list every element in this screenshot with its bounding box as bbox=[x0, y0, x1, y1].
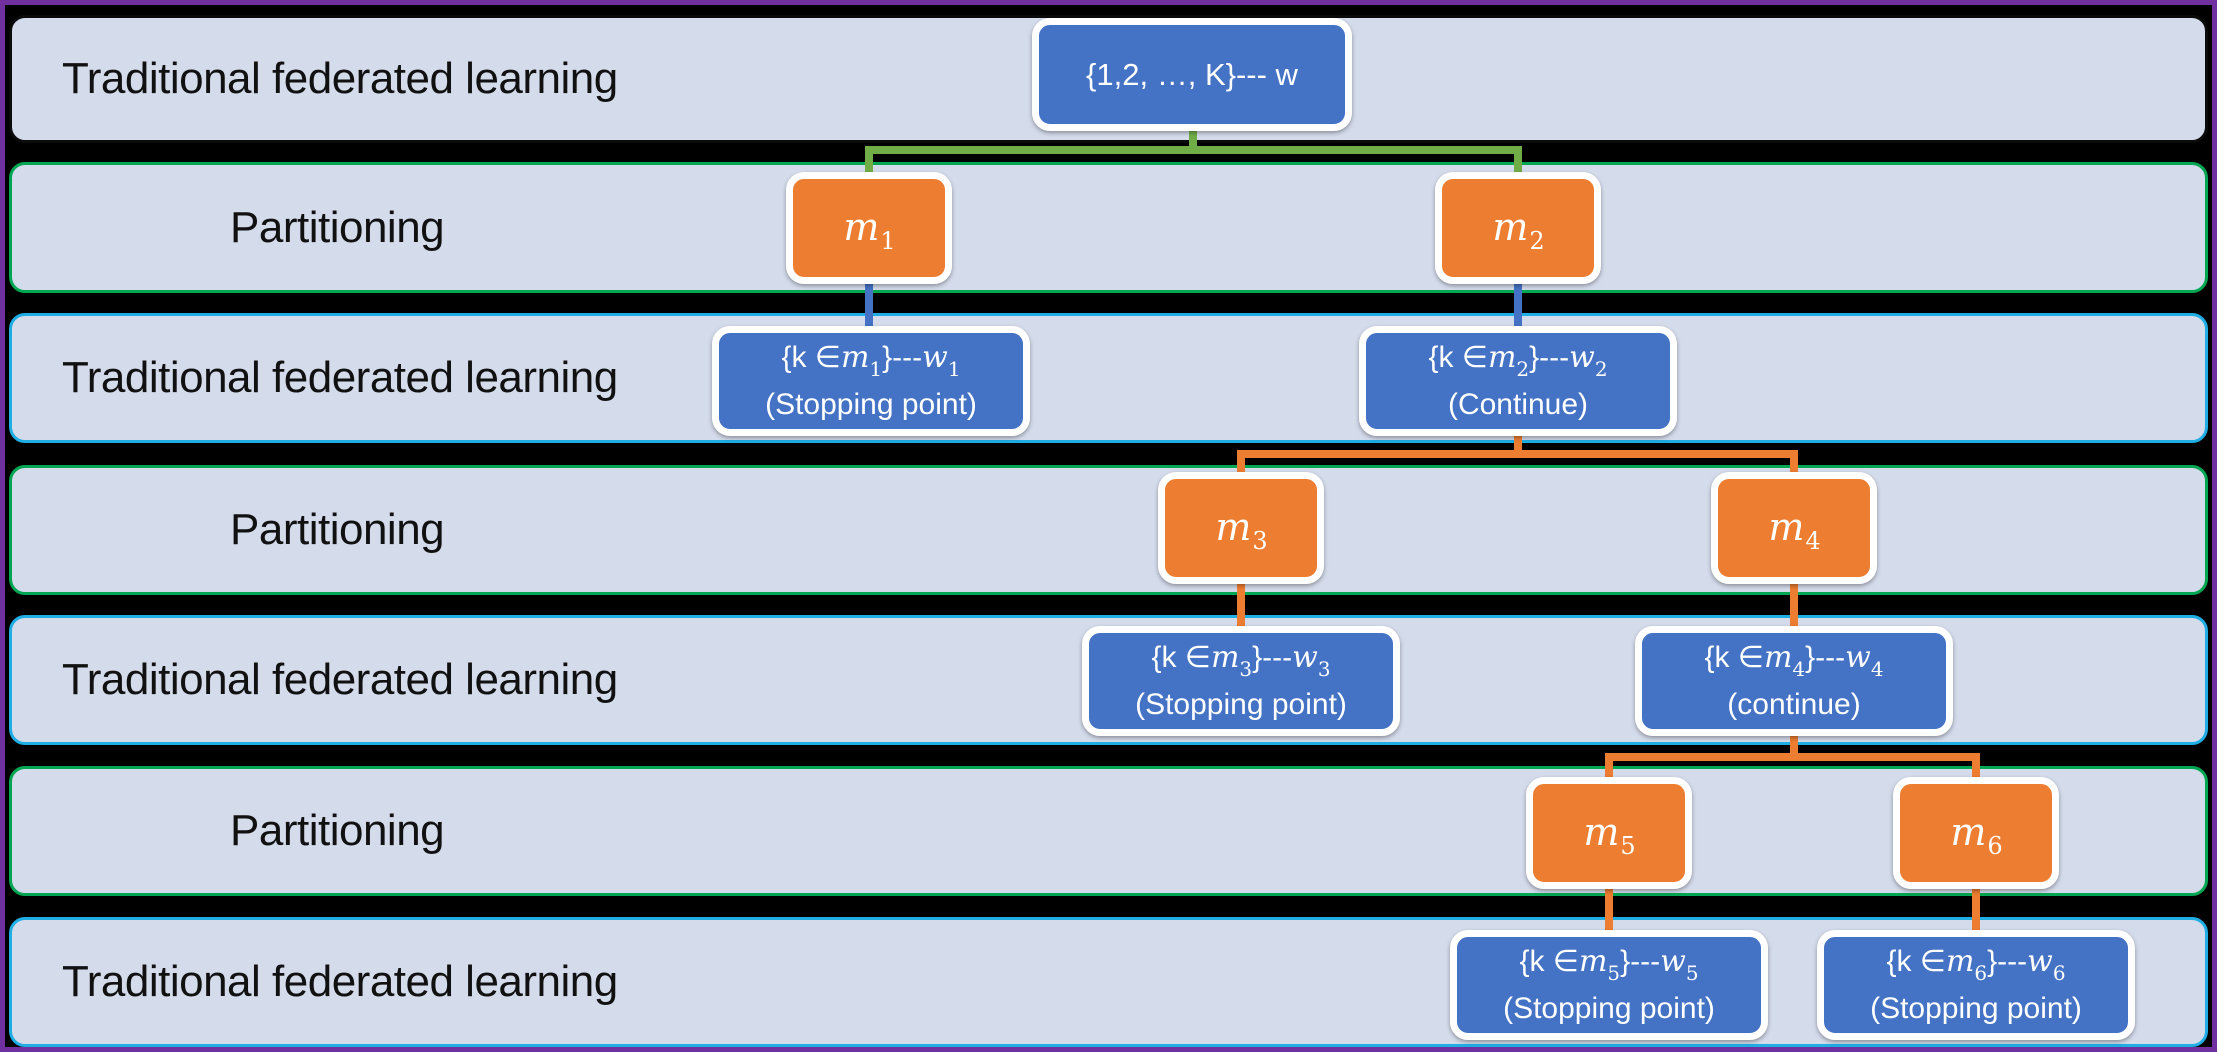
edge-w4-branch bbox=[1605, 753, 1980, 761]
node-w3-note: (Stopping point) bbox=[1135, 687, 1347, 721]
edge-w4-m5 bbox=[1605, 753, 1613, 783]
node-m4-label: m bbox=[1768, 505, 1805, 550]
node-w5-note: (Stopping point) bbox=[1503, 991, 1715, 1025]
node-m5-label: m bbox=[1583, 810, 1620, 855]
node-w6: {k ∈m6}---w6 (Stopping point) bbox=[1817, 930, 2135, 1040]
edge-m5-w5 bbox=[1605, 885, 1613, 935]
node-w1: {k ∈m1}---w1 (Stopping point) bbox=[712, 326, 1030, 436]
node-m6-label: m bbox=[1950, 810, 1987, 855]
band-partitioning-1: Partitioning bbox=[9, 162, 2208, 293]
node-w3: {k ∈m3}---w3 (Stopping point) bbox=[1082, 626, 1400, 736]
node-w2-expression: {k ∈m2}---w2 bbox=[1428, 339, 1608, 381]
node-m5: m5 bbox=[1526, 777, 1692, 889]
edge-w2-m4 bbox=[1790, 450, 1798, 480]
node-m1-label: m bbox=[843, 205, 880, 250]
node-w3-expression: {k ∈m3}---w3 bbox=[1151, 639, 1331, 681]
node-m6: m6 bbox=[1893, 777, 2059, 889]
edge-m6-w6 bbox=[1972, 885, 1980, 935]
band-label: Partitioning bbox=[230, 505, 445, 554]
edge-w4-stub bbox=[1790, 733, 1798, 759]
node-root-label: {1,2, …, K}--- w bbox=[1086, 56, 1298, 92]
band-partitioning-3: Partitioning bbox=[9, 766, 2208, 896]
node-m3-label: m bbox=[1215, 505, 1252, 550]
node-w6-note: (Stopping point) bbox=[1870, 991, 2082, 1025]
band-traditional-2: Traditional federated learning bbox=[9, 313, 2208, 443]
band-label: Partitioning bbox=[230, 202, 445, 252]
edge-w2-branch bbox=[1237, 450, 1798, 458]
edge-w4-m6 bbox=[1972, 753, 1980, 783]
node-root: {1,2, …, K}--- w bbox=[1032, 18, 1352, 131]
node-w4-note: (continue) bbox=[1727, 687, 1861, 721]
node-w2-note: (Continue) bbox=[1447, 387, 1589, 421]
node-w5-expression: {k ∈m5}---w5 bbox=[1519, 943, 1699, 985]
node-m3: m3 bbox=[1158, 472, 1324, 584]
edge-root-m1 bbox=[865, 146, 873, 178]
band-label: Traditional federated learning bbox=[62, 655, 618, 704]
node-w4-expression: {k ∈m4}---w4 bbox=[1704, 639, 1884, 681]
edge-m1-w1 bbox=[865, 280, 873, 332]
node-w1-note: (Stopping point) bbox=[765, 387, 977, 421]
node-w5: {k ∈m5}---w5 (Stopping point) bbox=[1450, 930, 1768, 1040]
edge-m3-w3 bbox=[1237, 580, 1245, 632]
node-m4: m4 bbox=[1711, 472, 1877, 584]
node-w1-expression: {k ∈m1}---w1 bbox=[781, 339, 961, 381]
edge-w2-stub bbox=[1514, 432, 1522, 458]
band-label: Traditional federated learning bbox=[62, 54, 618, 103]
edge-root-stub bbox=[1189, 126, 1197, 154]
edge-root-branch bbox=[865, 146, 1522, 154]
edge-m4-w4 bbox=[1790, 580, 1798, 632]
node-m1: m1 bbox=[786, 172, 952, 284]
edge-root-m2 bbox=[1514, 146, 1522, 178]
band-partitioning-2: Partitioning bbox=[9, 465, 2208, 595]
node-w2: {k ∈m2}---w2 (Continue) bbox=[1359, 326, 1677, 436]
band-label: Traditional federated learning bbox=[62, 957, 618, 1006]
node-m2: m2 bbox=[1435, 172, 1601, 284]
node-m2-label: m bbox=[1492, 205, 1529, 250]
band-label: Traditional federated learning bbox=[62, 353, 618, 402]
node-w4: {k ∈m4}---w4 (continue) bbox=[1635, 626, 1953, 736]
node-w6-expression: {k ∈m6}---w6 bbox=[1886, 943, 2066, 985]
edge-w2-m3 bbox=[1237, 450, 1245, 480]
band-label: Partitioning bbox=[230, 806, 445, 855]
edge-m2-w2 bbox=[1514, 280, 1522, 332]
